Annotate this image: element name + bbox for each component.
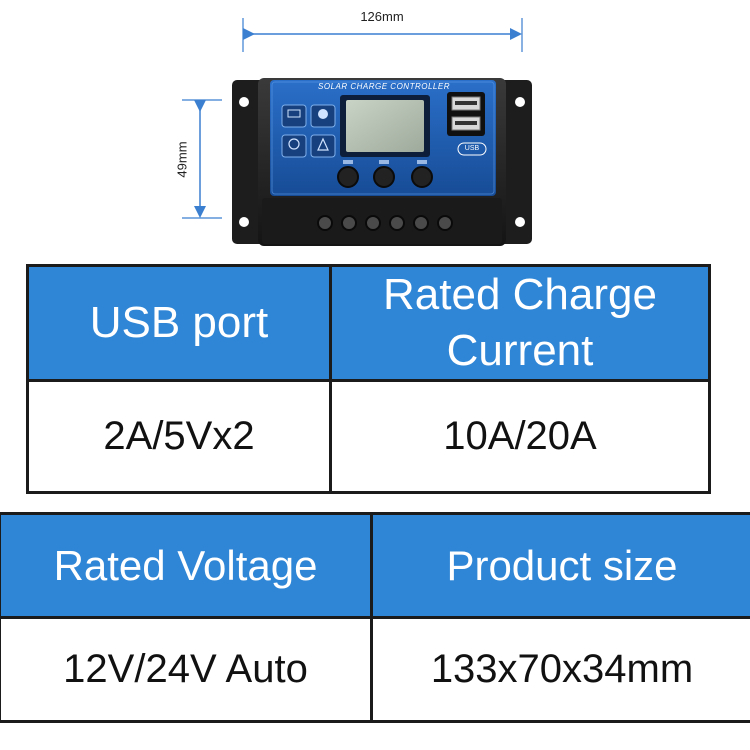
product-illustration: 126mm 49mm SOLAR CHARGE CONTROLLER USB bbox=[0, 0, 750, 260]
spec-table-bottom: Rated Voltage Product size 12V/24V Auto … bbox=[0, 512, 750, 723]
up-button bbox=[411, 166, 433, 188]
timer-icon bbox=[281, 134, 307, 158]
mount-hole bbox=[239, 217, 249, 227]
controller-drawing bbox=[182, 18, 532, 246]
lcd-screen bbox=[346, 100, 424, 152]
panel-title: SOLAR CHARGE CONTROLLER bbox=[318, 82, 450, 91]
usb-badge-label: USB bbox=[464, 145, 480, 152]
usb-port-value: 2A/5Vx2 bbox=[26, 379, 332, 494]
mount-hole bbox=[515, 97, 525, 107]
product-size-header: Product size bbox=[370, 512, 750, 619]
usb-badge bbox=[457, 142, 487, 156]
rated-voltage-value: 12V/24V Auto bbox=[0, 616, 373, 723]
usb-port-header: USB port bbox=[26, 264, 332, 382]
rated-voltage-header: Rated Voltage bbox=[0, 512, 373, 619]
rated-charge-current-header: Rated Charge Current bbox=[329, 264, 711, 382]
rated-charge-current-value: 10A/20A bbox=[329, 379, 711, 494]
terminal-screws bbox=[317, 215, 453, 231]
height-label: 49mm bbox=[174, 141, 190, 178]
terminal-block bbox=[262, 198, 502, 244]
product-size-value: 133x70x34mm bbox=[370, 616, 750, 723]
battery-icon bbox=[281, 104, 307, 128]
width-label: 126mm bbox=[360, 9, 404, 24]
menu-button bbox=[337, 166, 359, 188]
spec-table-top: USB port Rated Charge Current 2A/5Vx2 10… bbox=[26, 264, 711, 494]
mount-hole bbox=[515, 217, 525, 227]
down-button bbox=[373, 166, 395, 188]
load-icon bbox=[310, 134, 336, 158]
mount-hole bbox=[239, 97, 249, 107]
